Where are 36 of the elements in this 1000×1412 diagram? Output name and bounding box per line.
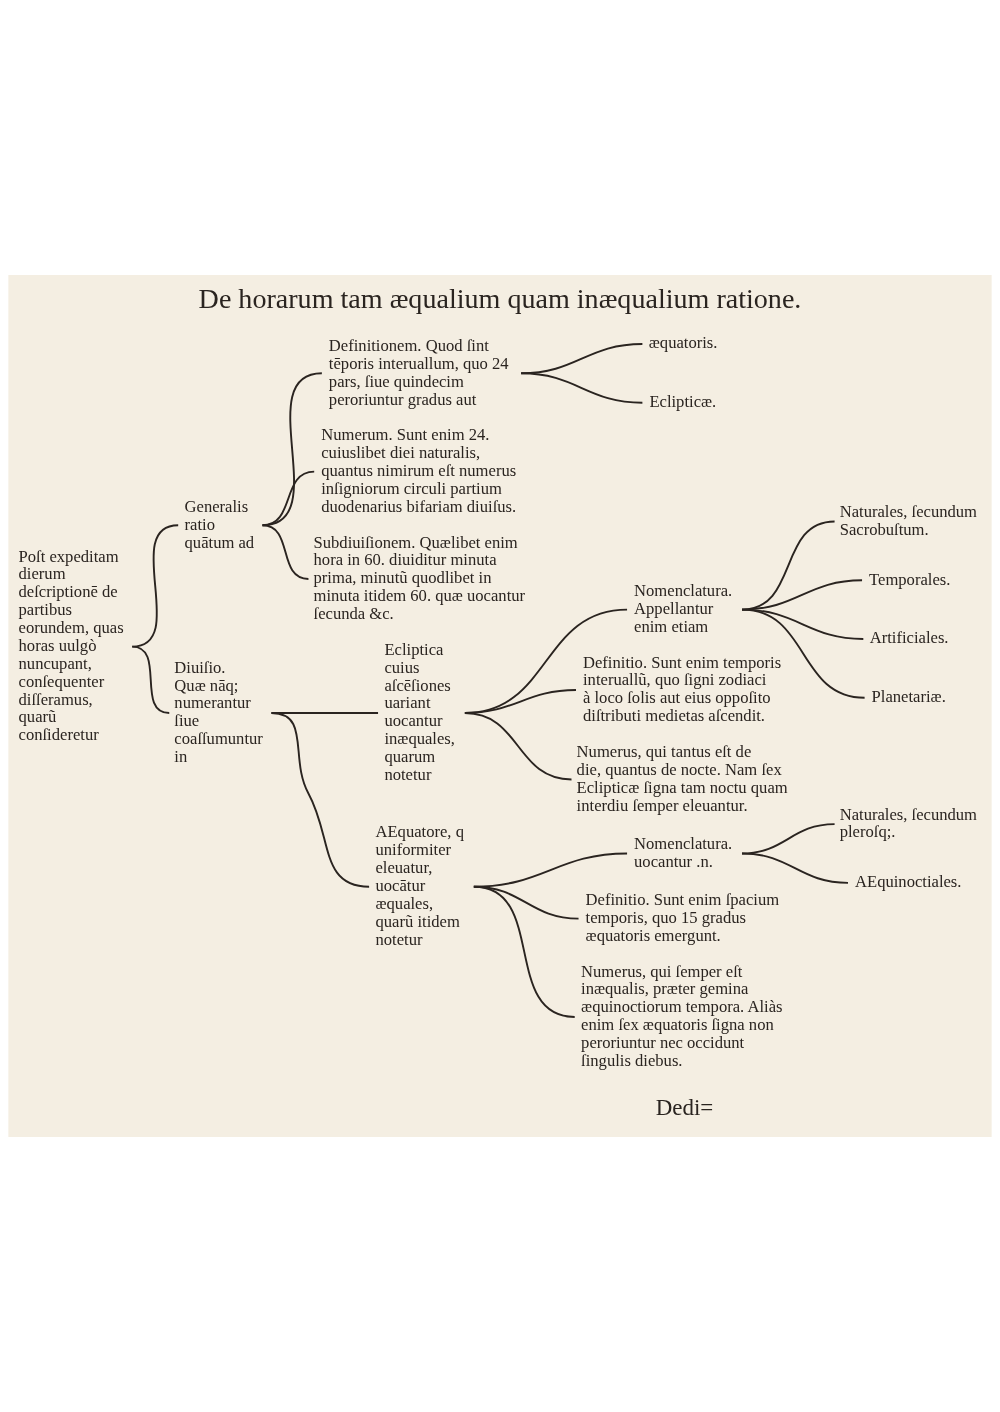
node-text: Numerus, qui tantus eſt de die, quantus de nocte. Nam ſex Eclipticæ ſigna tam noctu quam interdiu ſemper eleuantur. bbox=[576, 741, 788, 815]
connector bbox=[741, 520, 836, 611]
node-text: Eclipticæ. bbox=[649, 392, 717, 412]
connector bbox=[741, 823, 836, 855]
node-text: Subdiuiſionem. Quælibet enim hora in 60. diuiditur minuta prima, minutũ quodlibet in minuta itidem 60. quæ uocantur ſecunda &c. bbox=[313, 532, 526, 624]
connector bbox=[131, 645, 171, 714]
node-text: Naturales, ſecundum Sacrobuſtum. bbox=[839, 501, 977, 539]
node-text: Poſt expeditam dierum deſcriptionē de partibus eorundem, quas horas uulgò nuncupant, conſequenter diſſeramus, quarũ conſideretur bbox=[18, 546, 124, 745]
node-text: Ecliptica cuius aſcēſiones uariant uocantur inæquales, quarum notetur bbox=[384, 639, 455, 784]
connector bbox=[261, 524, 310, 580]
node-text: Nomenclatura. Appellantur enim etiam bbox=[634, 581, 733, 636]
connector bbox=[741, 608, 866, 699]
node-text: Generalis ratio quātum ad bbox=[184, 496, 255, 552]
node-text: Numerus, qui ſemper eſt inæqualis, præter gemina æquinoctiorum tempora. Aliàs enim ſex æquatoris ſigna non peroriuntur nec occidunt ſingulis diebus. bbox=[581, 961, 783, 1070]
label: Dedi= bbox=[655, 1094, 714, 1120]
node-text: Temporales. bbox=[869, 569, 951, 589]
connector bbox=[741, 852, 849, 884]
connector bbox=[472, 885, 576, 1018]
connector bbox=[261, 372, 323, 527]
node-text: AEquinoctiales. bbox=[855, 872, 962, 892]
node-text: AEquatore, q uniformiter eleuatur, uocātur æquales, quarũ itidem notetur bbox=[375, 822, 464, 949]
node-text: Naturales, ſecundum pleroſq;. bbox=[839, 804, 977, 842]
node-text: Diuiſio. Quæ nāq; numerantur ſiue coaſſumuntur in bbox=[174, 657, 263, 767]
node-text: Artificiales. bbox=[869, 628, 949, 648]
node-text: Definitionem. Quod ſint tēporis interuallum, quo 24 pars, ſiue quindecim peroriuntur gradus aut bbox=[328, 335, 509, 409]
node-text: æquatoris. bbox=[648, 333, 718, 353]
diagram-title: De horarum tam æqualium quam inæqualium ratione. bbox=[198, 282, 802, 314]
connector bbox=[261, 470, 316, 527]
connector bbox=[520, 372, 644, 404]
connector bbox=[270, 712, 371, 888]
node-text: Numerum. Sunt enim 24. cuiuslibet diei naturalis, quantus nimirum eſt numerus inſigniorum circuli partium duodenarius bifariam diuiſus. bbox=[321, 425, 517, 516]
node-text: Definitio. Sunt enim ſpacium temporis, quo 15 gradus æquatoris emergunt. bbox=[585, 890, 780, 945]
node-text: Nomenclatura. uocantur .n. bbox=[634, 833, 733, 871]
node-text: Definitio. Sunt enim temporis interuallũ, quo ſigni zodiaci à loco ſolis aut eius oppoſito diſtributi medietas aſcendit. bbox=[583, 652, 782, 726]
node-text: Planetariæ. bbox=[871, 687, 946, 707]
connector bbox=[463, 712, 573, 781]
